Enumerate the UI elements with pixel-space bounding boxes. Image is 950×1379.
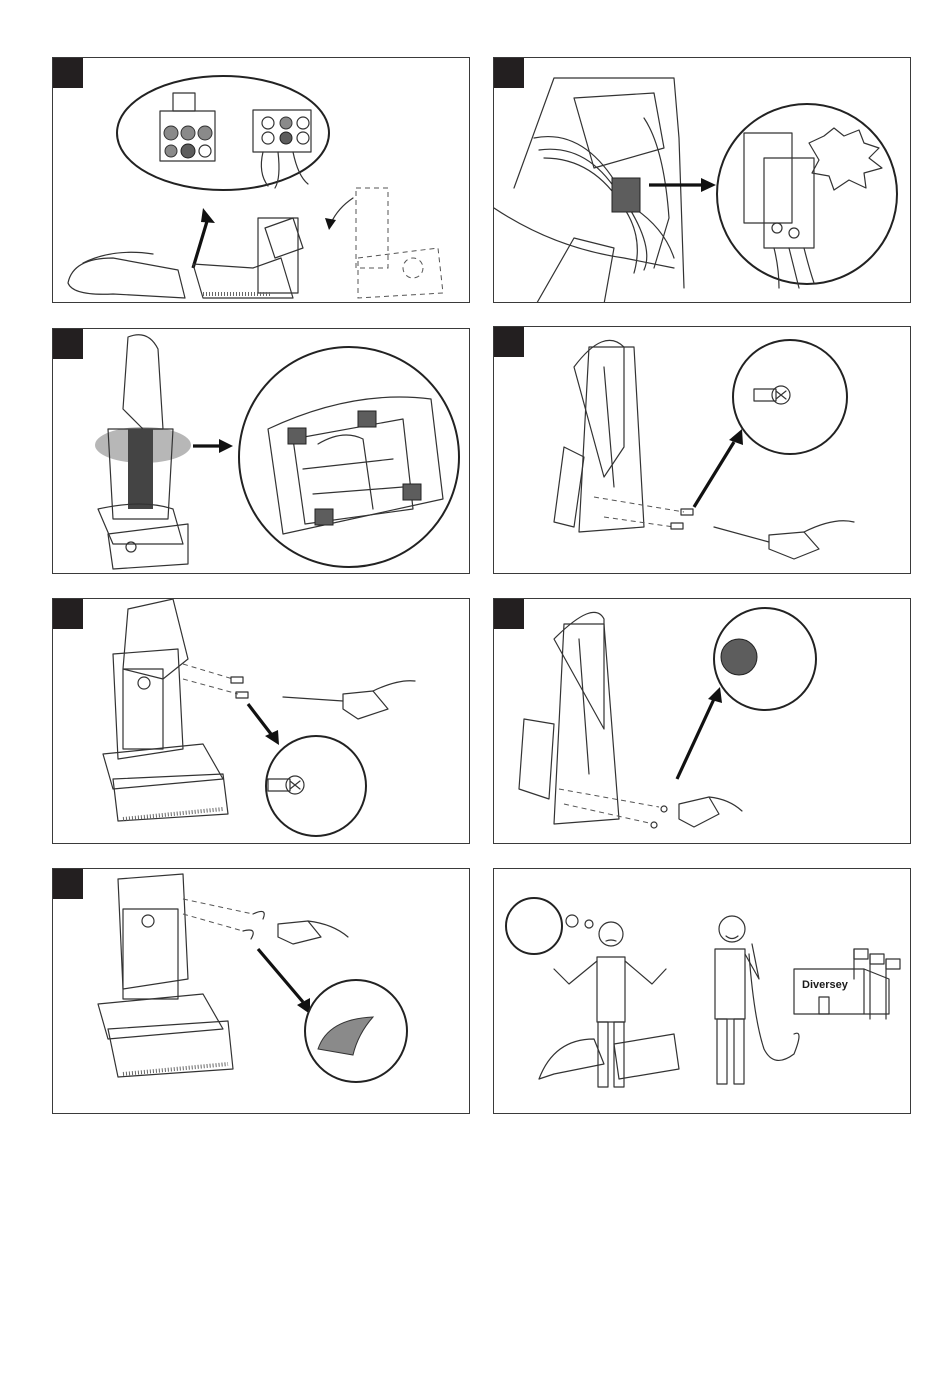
step-panel-1 (52, 57, 470, 303)
plug-cap-icon (651, 822, 657, 828)
step-panel-6 (493, 598, 911, 844)
pad-removal-illustration (53, 869, 470, 1114)
step-panel-4 (493, 326, 911, 574)
step-panel-8: Diversey (493, 868, 911, 1114)
screw-icon (236, 692, 248, 698)
screwdriver-icon (283, 697, 343, 701)
plug-cap-icon (661, 806, 667, 812)
step-panel-2 (493, 57, 911, 303)
wire-connector-illustration (494, 58, 911, 303)
person-icon (715, 916, 759, 1084)
step-panel-7 (52, 868, 470, 1114)
screwdriver-icon (714, 527, 769, 542)
step-panel-5 (52, 598, 470, 844)
hand-icon (278, 921, 321, 944)
step-panel-3 (52, 328, 470, 574)
contact-service-illustration: Diversey (494, 869, 911, 1114)
person-icon (554, 922, 666, 1087)
plug-cap-icon (721, 639, 757, 675)
connector-disassembly-illustration (53, 58, 470, 303)
screw-icon (231, 677, 243, 683)
screw-removal-illustration (494, 327, 911, 574)
diversey-logo-text: Diversey (802, 979, 849, 991)
hand-icon (679, 797, 719, 827)
hand-icon (769, 532, 819, 559)
building-icon: Diversey (794, 949, 900, 1019)
connector-icon (612, 178, 640, 212)
screw-removal-illustration-2 (53, 599, 470, 844)
screw-icon (671, 509, 693, 529)
hand-icon (343, 691, 388, 719)
cap-removal-illustration (494, 599, 911, 844)
phone-icon (745, 944, 759, 979)
machine-bracket-illustration (53, 329, 470, 574)
